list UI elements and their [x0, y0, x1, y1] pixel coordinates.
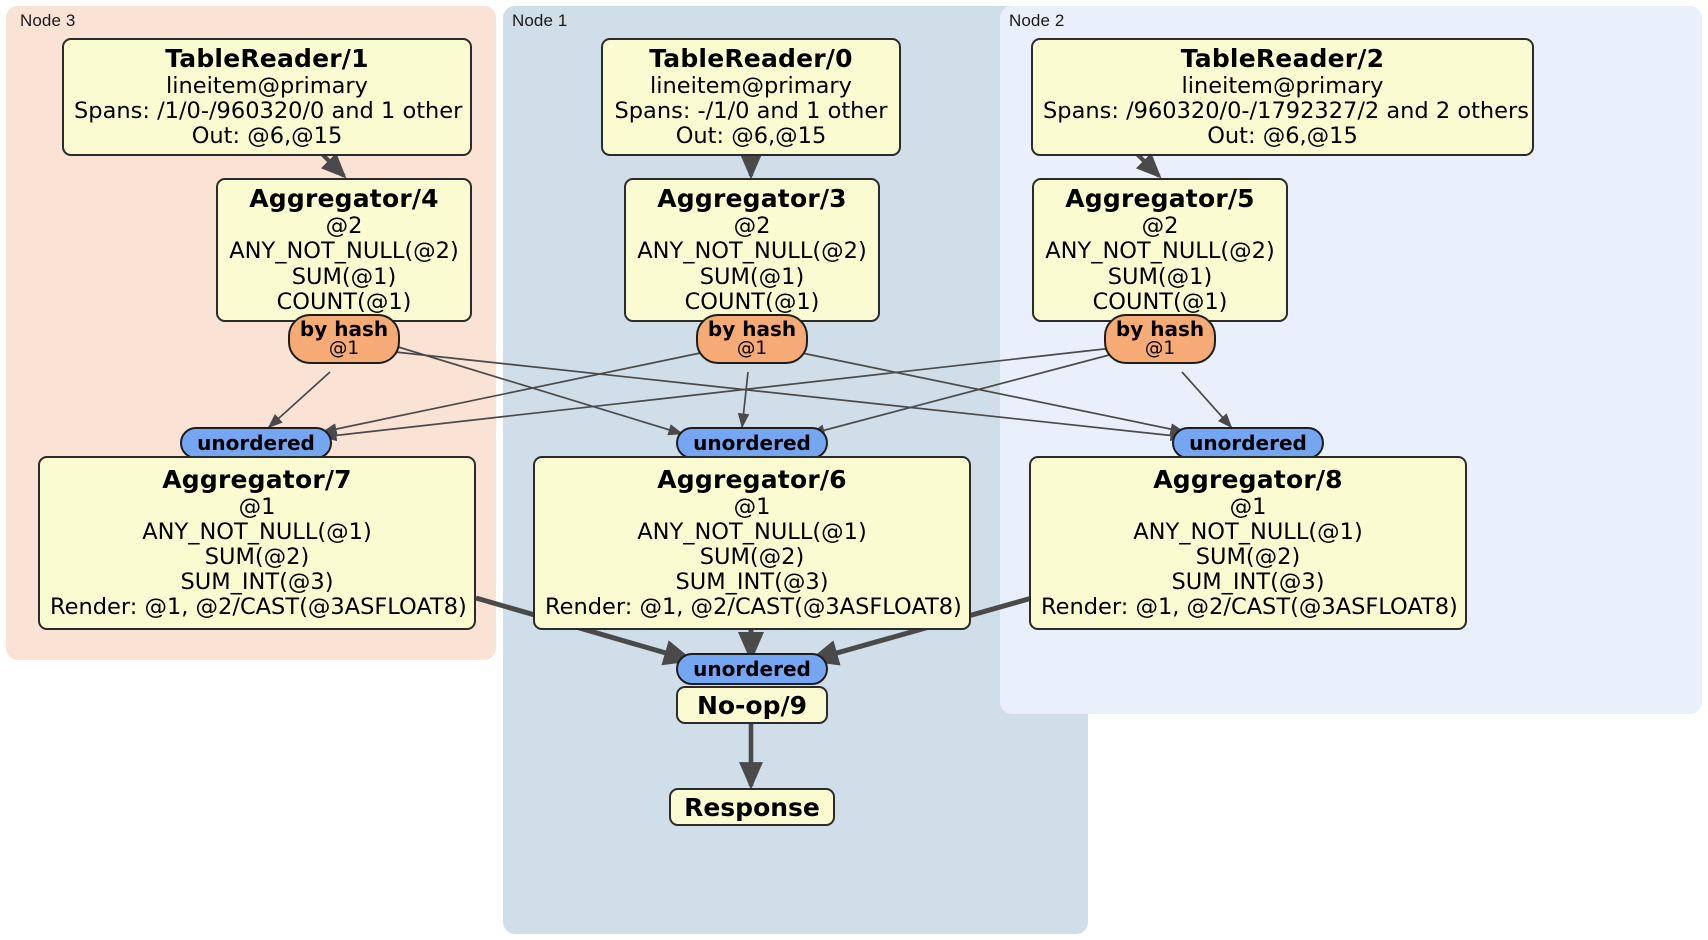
- box-line: SUM_INT(@3): [180, 569, 334, 596]
- box-line: SUM(@2): [699, 543, 805, 570]
- panel-label-node-1: Node 1: [512, 11, 568, 30]
- box-line: Out: @6,@15: [191, 123, 343, 150]
- box-line: ANY_NOT_NULL(@1): [1133, 518, 1363, 545]
- box-line: lineitem@primary: [650, 72, 852, 99]
- box-line: Spans: /1/0-/960320/0 and 1 other: [74, 97, 463, 124]
- box-line: @1: [733, 493, 771, 520]
- box-aggregator-5[interactable]: Aggregator/5 @2 ANY_NOT_NULL(@2) SUM(@1)…: [1032, 178, 1288, 322]
- box-line: ANY_NOT_NULL(@1): [637, 518, 867, 545]
- box-title: TableReader/0: [649, 43, 853, 73]
- router-sublabel: @1: [1144, 338, 1176, 360]
- router-unordered-aggregator-6[interactable]: unordered: [676, 427, 828, 459]
- box-table-reader-2[interactable]: TableReader/2 lineitem@primary Spans: /9…: [1031, 38, 1534, 156]
- router-label: by hash: [1115, 317, 1205, 342]
- router-label: unordered: [197, 430, 315, 455]
- box-table-reader-1[interactable]: TableReader/1 lineitem@primary Spans: /1…: [62, 38, 472, 156]
- box-aggregator-3[interactable]: Aggregator/3 @2 ANY_NOT_NULL(@2) SUM(@1)…: [624, 178, 880, 322]
- box-line: Spans: -/1/0 and 1 other: [614, 97, 888, 124]
- router-label: unordered: [693, 430, 811, 455]
- box-line: @2: [1141, 213, 1179, 240]
- router-by-hash-aggregator-4[interactable]: by hash @1: [288, 314, 400, 364]
- box-line: SUM(@2): [1195, 543, 1301, 570]
- box-line: ANY_NOT_NULL(@2): [229, 238, 459, 265]
- box-table-reader-0[interactable]: TableReader/0 lineitem@primary Spans: -/…: [601, 38, 901, 156]
- box-line: Out: @6,@15: [675, 123, 827, 150]
- box-line: Render: @1, @2/CAST(@3ASFLOAT8): [1041, 594, 1458, 621]
- box-title: No-op/9: [696, 690, 808, 720]
- router-sublabel: @1: [736, 338, 768, 360]
- box-line: ANY_NOT_NULL(@2): [1045, 238, 1275, 265]
- box-response[interactable]: Response: [669, 788, 835, 826]
- box-aggregator-6[interactable]: Aggregator/6 @1 ANY_NOT_NULL(@1) SUM(@2)…: [533, 456, 971, 630]
- box-aggregator-8[interactable]: Aggregator/8 @1 ANY_NOT_NULL(@1) SUM(@2)…: [1029, 456, 1467, 630]
- box-line: COUNT(@1): [1092, 288, 1228, 315]
- box-line: @2: [325, 213, 363, 240]
- panel-label-node-2: Node 2: [1009, 11, 1065, 30]
- box-line: @1: [1229, 493, 1267, 520]
- box-title: TableReader/2: [1180, 43, 1385, 73]
- box-title: TableReader/1: [165, 43, 369, 73]
- box-line: Render: @1, @2/CAST(@3ASFLOAT8): [545, 594, 962, 621]
- box-title: Aggregator/7: [162, 464, 352, 494]
- box-no-op-9[interactable]: No-op/9: [676, 686, 828, 724]
- box-title: Aggregator/6: [657, 464, 847, 494]
- box-line: COUNT(@1): [276, 288, 412, 315]
- box-line: SUM(@1): [699, 263, 805, 290]
- router-label: unordered: [1189, 430, 1307, 455]
- box-line: ANY_NOT_NULL(@1): [142, 518, 372, 545]
- box-line: COUNT(@1): [684, 288, 820, 315]
- box-line: Out: @6,@15: [1207, 123, 1358, 150]
- router-unordered-final[interactable]: unordered: [676, 653, 828, 685]
- box-line: @1: [238, 493, 276, 520]
- box-title: Aggregator/5: [1065, 184, 1255, 214]
- router-label: unordered: [693, 656, 811, 681]
- router-by-hash-aggregator-3[interactable]: by hash @1: [696, 314, 808, 364]
- box-line: ANY_NOT_NULL(@2): [637, 238, 867, 265]
- box-title: Aggregator/8: [1153, 464, 1343, 494]
- box-line: SUM(@1): [291, 263, 397, 290]
- router-label: by hash: [707, 317, 797, 342]
- box-line: SUM(@2): [204, 543, 310, 570]
- box-line: Spans: /960320/0-/1792327/2 and 2 others: [1043, 97, 1530, 124]
- box-line: SUM(@1): [1107, 263, 1213, 290]
- box-line: SUM_INT(@3): [1171, 569, 1325, 596]
- box-line: @2: [733, 213, 771, 240]
- router-by-hash-aggregator-5[interactable]: by hash @1: [1104, 314, 1216, 364]
- box-line: Render: @1, @2/CAST(@3ASFLOAT8): [50, 594, 467, 621]
- router-unordered-aggregator-7[interactable]: unordered: [180, 427, 332, 459]
- router-sublabel: @1: [328, 338, 360, 360]
- box-aggregator-7[interactable]: Aggregator/7 @1 ANY_NOT_NULL(@1) SUM(@2)…: [38, 456, 476, 630]
- box-line: lineitem@primary: [1181, 72, 1384, 99]
- router-label: by hash: [299, 317, 389, 342]
- box-title: Aggregator/4: [249, 184, 439, 214]
- box-aggregator-4[interactable]: Aggregator/4 @2 ANY_NOT_NULL(@2) SUM(@1)…: [216, 178, 472, 322]
- box-title: Response: [684, 792, 820, 822]
- box-line: SUM_INT(@3): [675, 569, 829, 596]
- box-title: Aggregator/3: [657, 184, 847, 214]
- router-unordered-aggregator-8[interactable]: unordered: [1172, 427, 1324, 459]
- box-line: lineitem@primary: [166, 72, 368, 99]
- panel-label-node-3: Node 3: [20, 11, 76, 30]
